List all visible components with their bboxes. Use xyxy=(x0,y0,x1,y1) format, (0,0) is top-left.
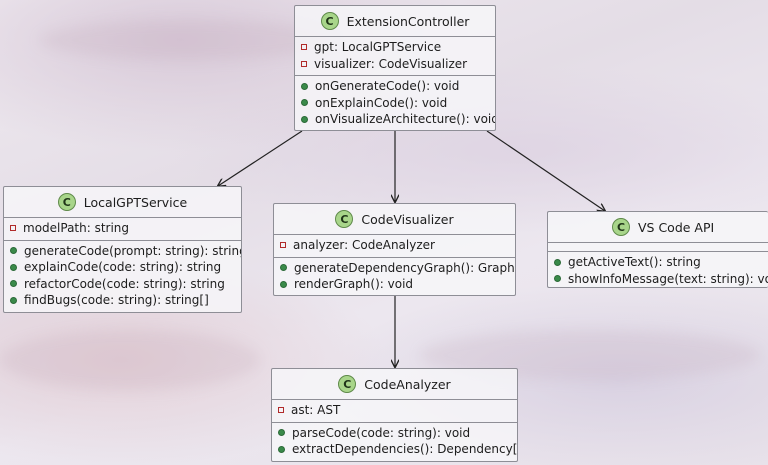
private-icon xyxy=(301,44,307,51)
method-section: onGenerateCode(): void onExplainCode(): … xyxy=(295,75,495,130)
class-name: LocalGPTService xyxy=(83,194,188,210)
field-section: modelPath: string xyxy=(4,218,241,240)
method-text: onExplainCode(): void xyxy=(315,95,448,110)
class-local-gpt-service[interactable]: C LocalGPTService modelPath: string gene… xyxy=(3,186,242,313)
public-icon xyxy=(10,296,17,304)
field-row: ast: AST xyxy=(272,402,517,419)
class-header: C ExtensionController xyxy=(295,6,495,37)
class-header: C LocalGPTService xyxy=(4,187,241,218)
field-section: gpt: LocalGPTService visualizer: CodeVis… xyxy=(295,37,495,75)
class-header: C CodeAnalyzer xyxy=(272,369,517,400)
public-icon xyxy=(10,247,17,255)
method-text: generateDependencyGraph(): Graph xyxy=(294,260,515,275)
public-icon xyxy=(301,115,308,123)
method-text: findBugs(code: string): string[] xyxy=(24,293,209,308)
method-row: parseCode(code: string): void xyxy=(272,425,517,442)
field-row: gpt: LocalGPTService xyxy=(295,39,495,56)
field-row: modelPath: string xyxy=(4,220,241,237)
field-row: visualizer: CodeVisualizer xyxy=(295,56,495,73)
method-row: showInfoMessage(text: string): void xyxy=(548,271,768,288)
method-row: generateCode(prompt: string): string xyxy=(4,243,241,260)
method-row: extractDependencies(): Dependency[] xyxy=(272,441,517,458)
method-text: onGenerateCode(): void xyxy=(315,79,460,94)
method-row: onExplainCode(): void xyxy=(295,95,495,112)
public-icon xyxy=(554,258,561,266)
arrow-controller-to-gpt xyxy=(218,130,303,186)
field-section xyxy=(548,243,768,251)
class-name: CodeAnalyzer xyxy=(364,376,451,392)
public-icon xyxy=(10,263,17,271)
private-icon xyxy=(280,242,286,249)
method-row: getActiveText(): string xyxy=(548,254,768,271)
class-c-icon: C xyxy=(612,218,630,236)
class-code-visualizer[interactable]: C CodeVisualizer analyzer: CodeAnalyzer … xyxy=(273,203,516,296)
public-icon xyxy=(301,82,308,90)
method-row: refactorCode(code: string): string xyxy=(4,276,241,293)
private-icon xyxy=(10,225,16,232)
background-streak xyxy=(0,330,260,390)
method-text: onVisualizeArchitecture(): void xyxy=(315,112,496,127)
class-vscode-api[interactable]: C VS Code API getActiveText(): string sh… xyxy=(547,211,768,288)
class-name: ExtensionController xyxy=(346,13,470,29)
private-icon xyxy=(301,60,307,67)
class-c-icon: C xyxy=(335,210,354,228)
field-row: analyzer: CodeAnalyzer xyxy=(274,237,515,254)
background-streak xyxy=(40,20,340,60)
class-c-icon: C xyxy=(320,12,339,30)
field-section: ast: AST xyxy=(272,400,517,422)
class-header: C CodeVisualizer xyxy=(274,204,515,235)
method-section: generateCode(prompt: string): string exp… xyxy=(4,239,241,312)
field-text: analyzer: CodeAnalyzer xyxy=(293,238,435,253)
method-text: parseCode(code: string): void xyxy=(292,425,471,440)
class-header: C VS Code API xyxy=(548,212,768,243)
public-icon xyxy=(278,445,285,453)
field-text: gpt: LocalGPTService xyxy=(314,40,442,55)
class-c-icon: C xyxy=(338,375,357,393)
method-row: generateDependencyGraph(): Graph xyxy=(274,260,515,277)
private-icon xyxy=(278,407,284,414)
method-section: parseCode(code: string): void extractDep… xyxy=(272,421,517,461)
method-text: getActiveText(): string xyxy=(568,255,701,270)
class-name: CodeVisualizer xyxy=(361,211,454,227)
field-text: visualizer: CodeVisualizer xyxy=(314,56,468,71)
class-extension-controller[interactable]: C ExtensionController gpt: LocalGPTServi… xyxy=(294,5,496,131)
field-text: ast: AST xyxy=(291,403,341,418)
method-text: renderGraph(): void xyxy=(294,277,414,292)
public-icon xyxy=(278,429,285,437)
method-row: explainCode(code: string): string xyxy=(4,259,241,276)
method-row: onGenerateCode(): void xyxy=(295,78,495,95)
method-section: generateDependencyGraph(): Graph renderG… xyxy=(274,256,515,296)
method-text: explainCode(code: string): string xyxy=(24,260,222,275)
method-text: showInfoMessage(text: string): void xyxy=(568,271,768,286)
public-icon xyxy=(280,280,287,288)
field-section: analyzer: CodeAnalyzer xyxy=(274,235,515,257)
method-text: refactorCode(code: string): string xyxy=(24,276,225,291)
public-icon xyxy=(280,264,287,272)
class-c-icon: C xyxy=(57,193,76,211)
method-text: extractDependencies(): Dependency[] xyxy=(292,442,518,457)
class-code-analyzer[interactable]: C CodeAnalyzer ast: AST parseCode(code: … xyxy=(271,368,518,462)
method-section: getActiveText(): string showInfoMessage(… xyxy=(548,251,768,288)
class-name: VS Code API xyxy=(638,219,715,235)
method-text: generateCode(prompt: string): string xyxy=(24,243,242,258)
method-row: findBugs(code: string): string[] xyxy=(4,292,241,309)
method-row: onVisualizeArchitecture(): void xyxy=(295,111,495,128)
public-icon xyxy=(301,99,308,107)
arrow-controller-to-vscode xyxy=(486,130,605,211)
field-text: modelPath: string xyxy=(23,221,130,236)
public-icon xyxy=(554,275,561,283)
method-row: renderGraph(): void xyxy=(274,276,515,293)
public-icon xyxy=(10,280,17,288)
